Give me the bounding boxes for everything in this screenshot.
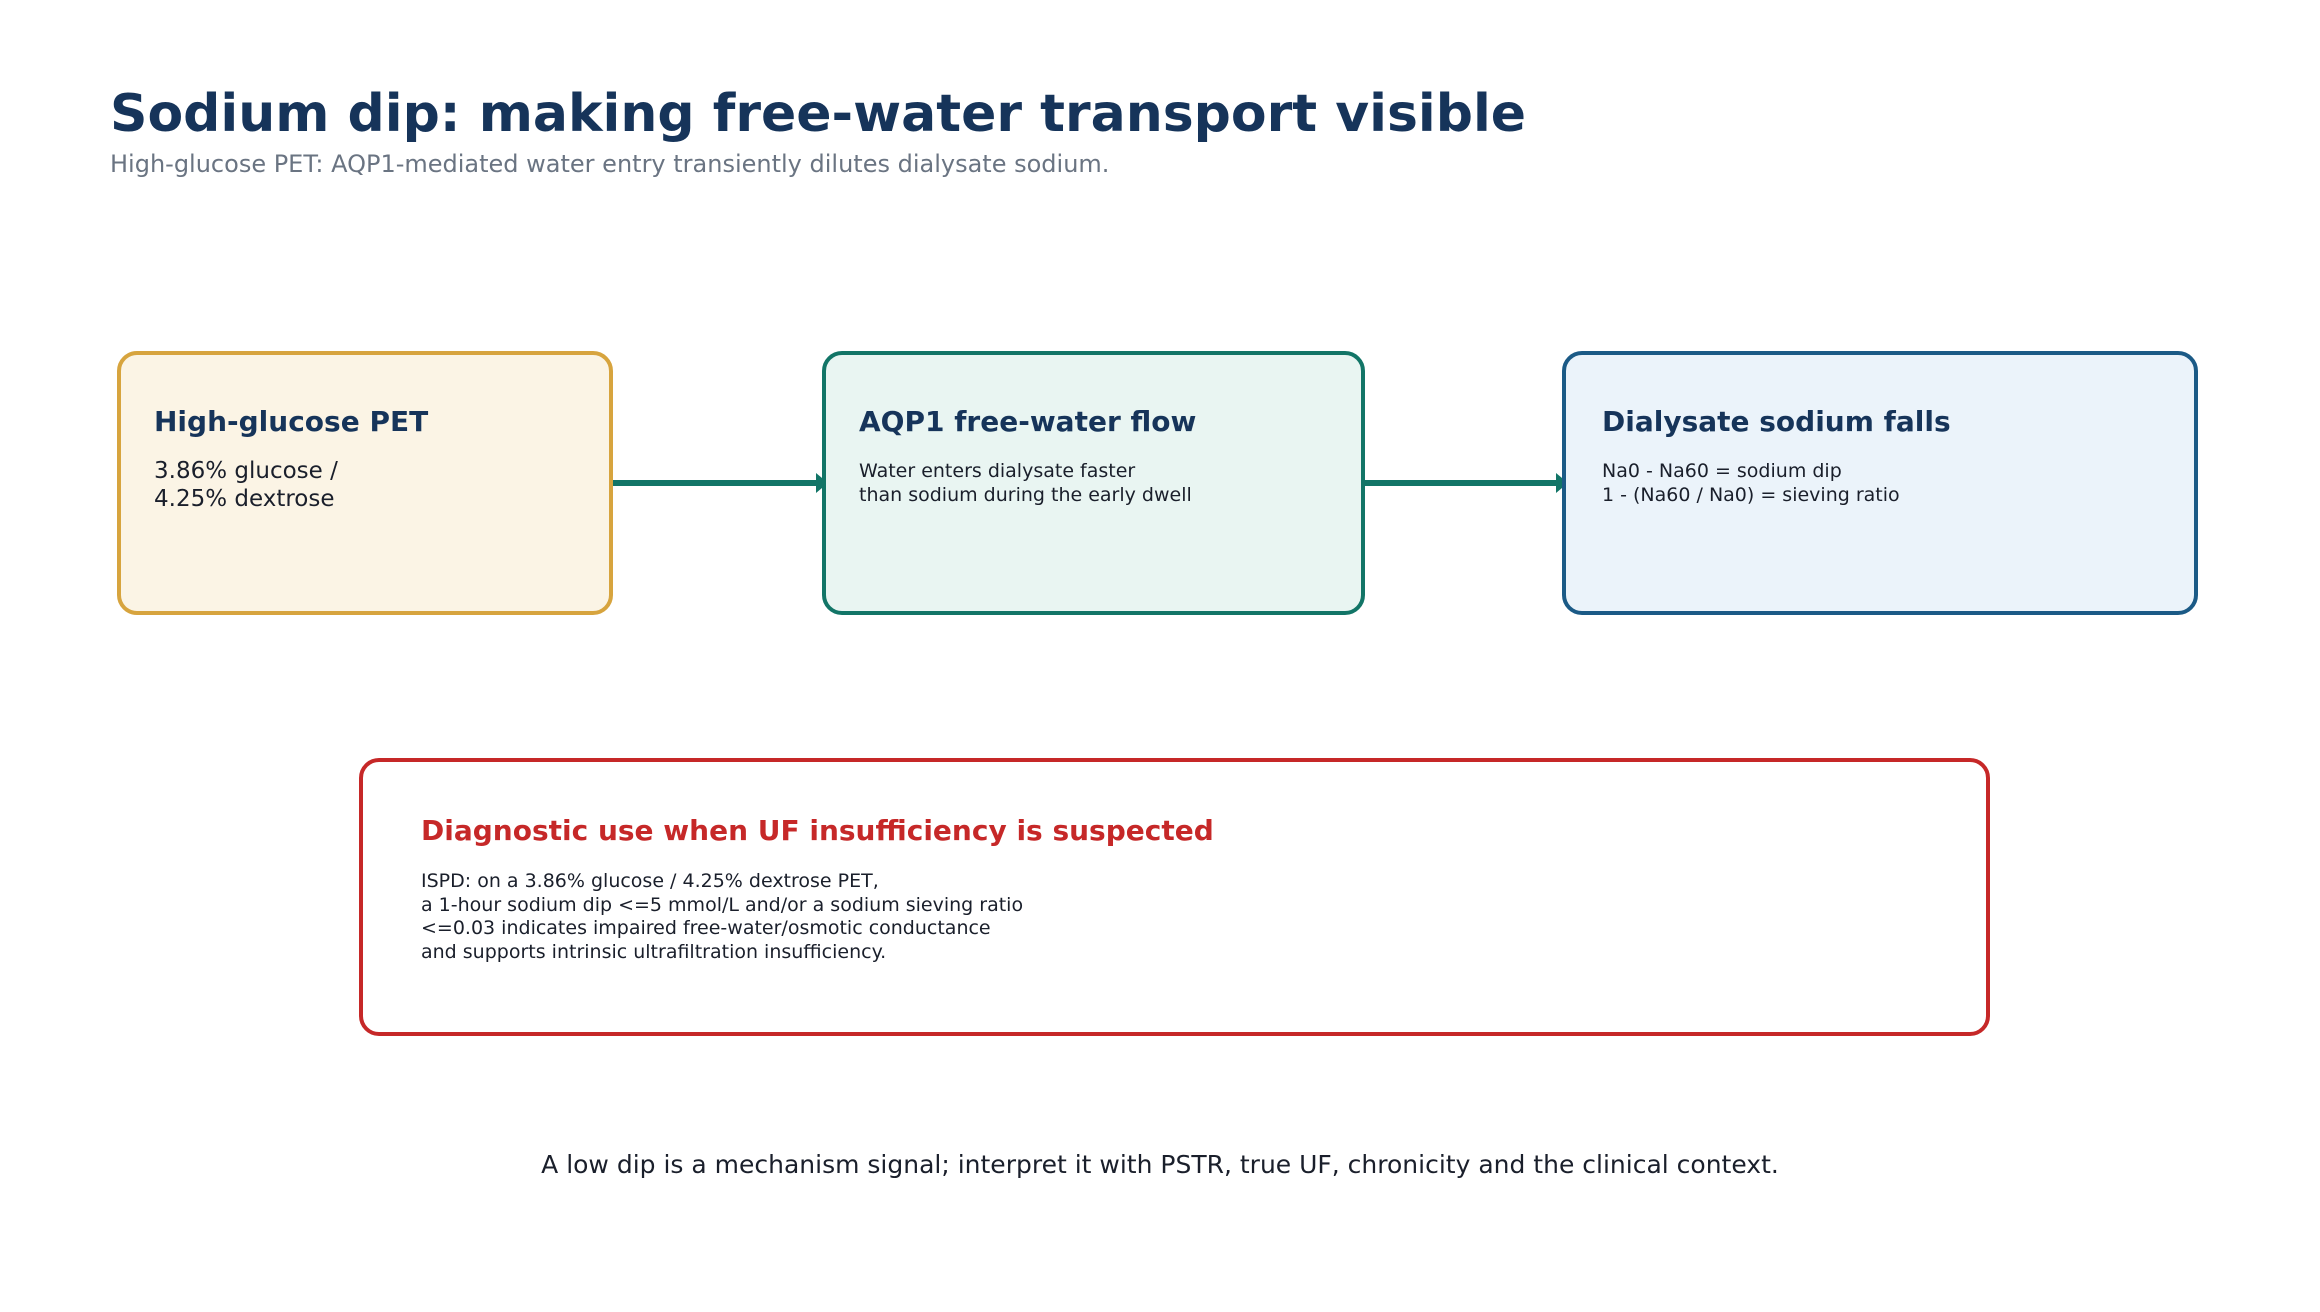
- arrow-pet-to-aqp1: [600, 473, 828, 493]
- page-title: Sodium dip: making free-water transport …: [110, 84, 1527, 144]
- diagnostic-body: ISPD: on a 3.86% glucose / 4.25% dextros…: [421, 870, 1024, 963]
- step-aqp1-free-water-flow: AQP1 free-water flow Water enters dialys…: [822, 351, 1365, 615]
- step-high-glucose-pet: High-glucose PET 3.86% glucose / 4.25% d…: [117, 351, 613, 615]
- diagnostic-use-box: Diagnostic use when UF insufficiency is …: [359, 758, 1990, 1036]
- step-body: 3.86% glucose / 4.25% dextrose: [154, 458, 338, 512]
- diagnostic-title: Diagnostic use when UF insufficiency is …: [421, 814, 1214, 847]
- footer-note: A low dip is a mechanism signal; interpr…: [541, 1150, 1779, 1179]
- step-body: Na0 - Na60 = sodium dip 1 - (Na60 / Na0)…: [1602, 460, 1900, 506]
- arrow-aqp1-to-sodium: [1352, 473, 1568, 493]
- step-body: Water enters dialysate faster than sodiu…: [859, 460, 1192, 506]
- step-dialysate-sodium-falls: Dialysate sodium falls Na0 - Na60 = sodi…: [1562, 351, 2198, 615]
- step-title: High-glucose PET: [154, 405, 429, 438]
- step-title: AQP1 free-water flow: [859, 405, 1197, 438]
- step-title: Dialysate sodium falls: [1602, 405, 1951, 438]
- page-subtitle: High-glucose PET: AQP1-mediated water en…: [110, 150, 1110, 178]
